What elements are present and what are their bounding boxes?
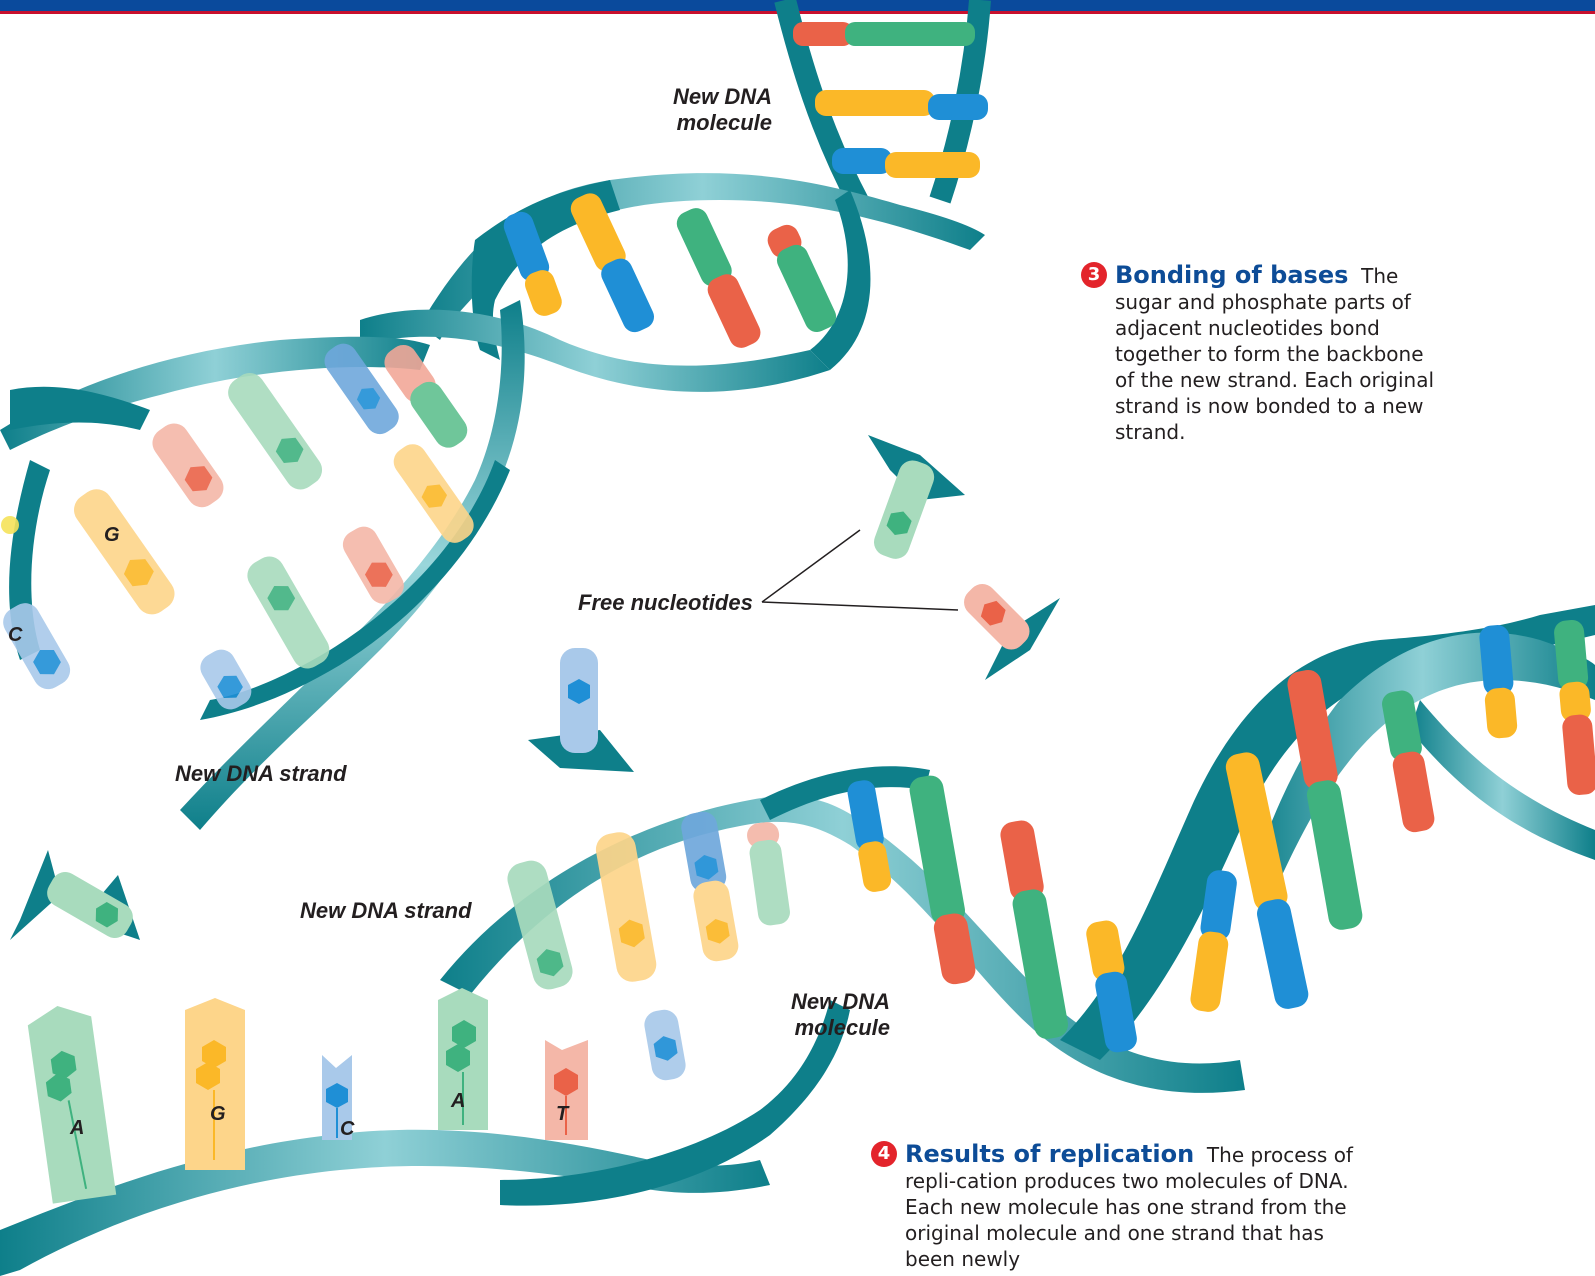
top-rung-3 <box>832 148 980 178</box>
base-letter-a-1: A <box>69 1117 84 1139</box>
free-nucleotide-red <box>958 578 1060 680</box>
free-nucleotide-left <box>10 850 140 943</box>
lower-left-ribbon <box>0 1130 770 1276</box>
base-letter-c-upper: C <box>8 624 23 646</box>
label-free-nucleotides: Free nucleotides <box>578 590 753 616</box>
top-rung-2 <box>815 90 988 120</box>
step-3-title: Bonding of bases <box>1115 261 1348 289</box>
top-new-dna-molecule <box>785 0 988 205</box>
step-3-body: The sugar and phosphate parts of adjacen… <box>1115 264 1434 444</box>
leader-line-1 <box>762 530 860 602</box>
base-letter-t-1: T <box>556 1103 570 1125</box>
free-nucleotide-blue <box>528 648 634 772</box>
label-new-dna-molecule-top: New DNA molecule <box>662 84 772 136</box>
step-4-title: Results of replication <box>905 1140 1194 1168</box>
base-letter-a-2: A <box>450 1090 465 1112</box>
step-4-badge: 4 <box>871 1141 897 1167</box>
leader-line-2 <box>762 602 958 610</box>
base-letter-c-1: C <box>340 1118 355 1140</box>
label-new-dna-strand-upper: New DNA strand <box>175 761 347 787</box>
free-nucleotide-green <box>868 435 965 563</box>
base-letter-g-upper: G <box>104 524 120 546</box>
step-4-caption: 4 Results of replication The process of … <box>905 1141 1375 1272</box>
nucleotide-a-1 <box>26 1002 117 1204</box>
label-new-dna-strand-lower: New DNA strand <box>300 898 472 924</box>
nucleotide-t-1 <box>545 1040 588 1140</box>
base-letter-g-1: G <box>210 1103 226 1125</box>
step-3-caption: 3 Bonding of bases The sugar and phospha… <box>1115 262 1445 445</box>
nucleotide-g-1 <box>185 998 245 1170</box>
label-new-dna-molecule-bottom: New DNA molecule <box>776 989 890 1041</box>
step-3-badge: 3 <box>1081 262 1107 288</box>
top-rung-1 <box>793 22 975 46</box>
